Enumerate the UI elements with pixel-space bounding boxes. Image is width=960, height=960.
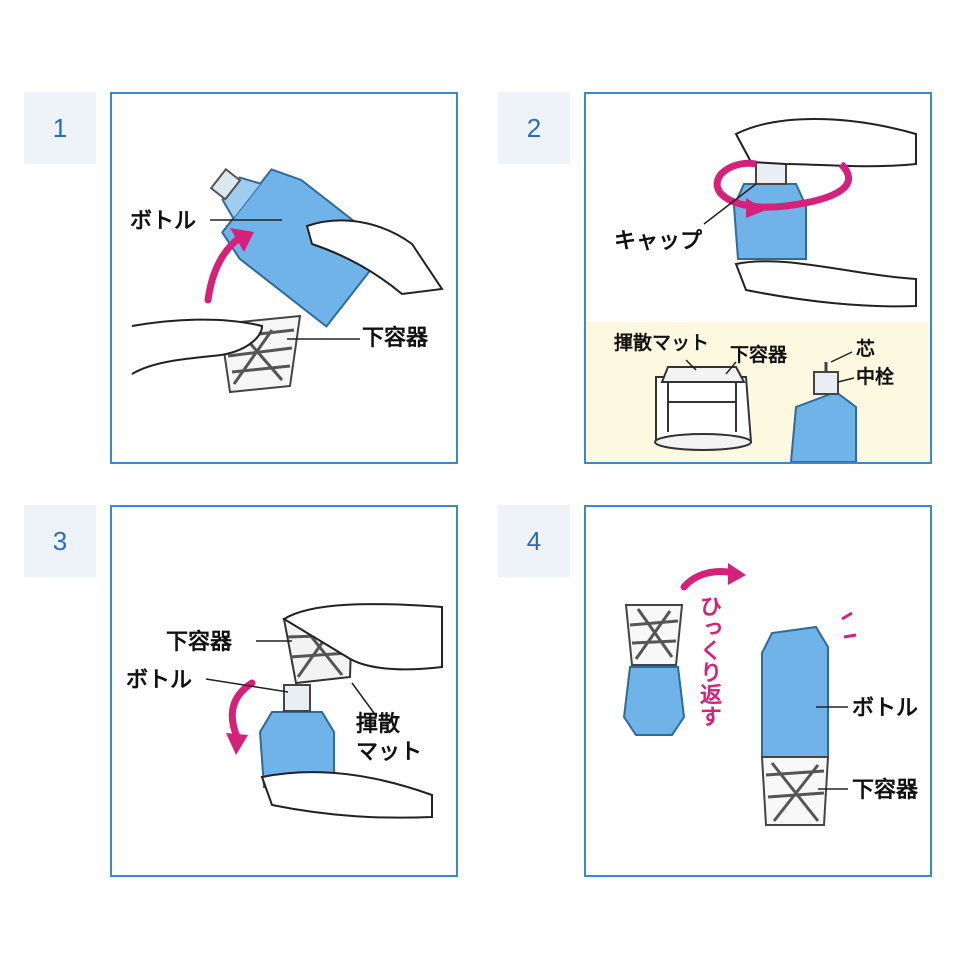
step-number-1: 1 [24, 92, 96, 164]
wick-label: 芯 [856, 339, 876, 360]
parts-diagram [654, 351, 857, 462]
lower-container-label: 下容器 [362, 325, 429, 350]
step-4-illustration [622, 563, 857, 826]
step-2-illustration [703, 118, 917, 308]
diffusion-mat-label: 揮散マット [614, 333, 710, 354]
cap-label: キャップ [614, 228, 703, 253]
diffusion-mat-label-1: 揮散 [356, 711, 401, 736]
parts-legend: 揮散マット 下容器 芯 中栓 [586, 322, 930, 462]
lower-container-label: 下容器 [730, 345, 788, 366]
step-number-text: 3 [52, 525, 68, 556]
step-1-illustration [131, 167, 444, 394]
lower-container-label: 下容器 [166, 629, 233, 654]
flip-instruction: ひっくり返す [697, 595, 722, 727]
bottle-label: ボトル [126, 667, 193, 692]
step-number-2: 2 [498, 92, 570, 164]
bottle-label: ボトル [130, 208, 197, 233]
step-3-illustration [205, 603, 443, 819]
step-number-4: 4 [498, 505, 570, 577]
step-1-panel: ボトル 下容器 [110, 92, 458, 464]
step-4-panel: ひっくり返す ボトル 下容器 [584, 505, 932, 877]
bottle-label: ボトル [852, 695, 919, 720]
lower-container-label: 下容器 [852, 777, 919, 802]
diffusion-mat-label-2: マット [356, 739, 423, 764]
inner-plug-label: 中栓 [856, 367, 895, 388]
step-number-3: 3 [24, 505, 96, 577]
step-2-panel: 揮散マット 下容器 芯 中栓 キャップ [584, 92, 932, 464]
step-number-text: 1 [52, 112, 68, 143]
step-number-text: 2 [526, 112, 542, 143]
step-3-panel: 下容器 ボトル 揮散 マット [110, 505, 458, 877]
step-number-text: 4 [526, 525, 542, 556]
